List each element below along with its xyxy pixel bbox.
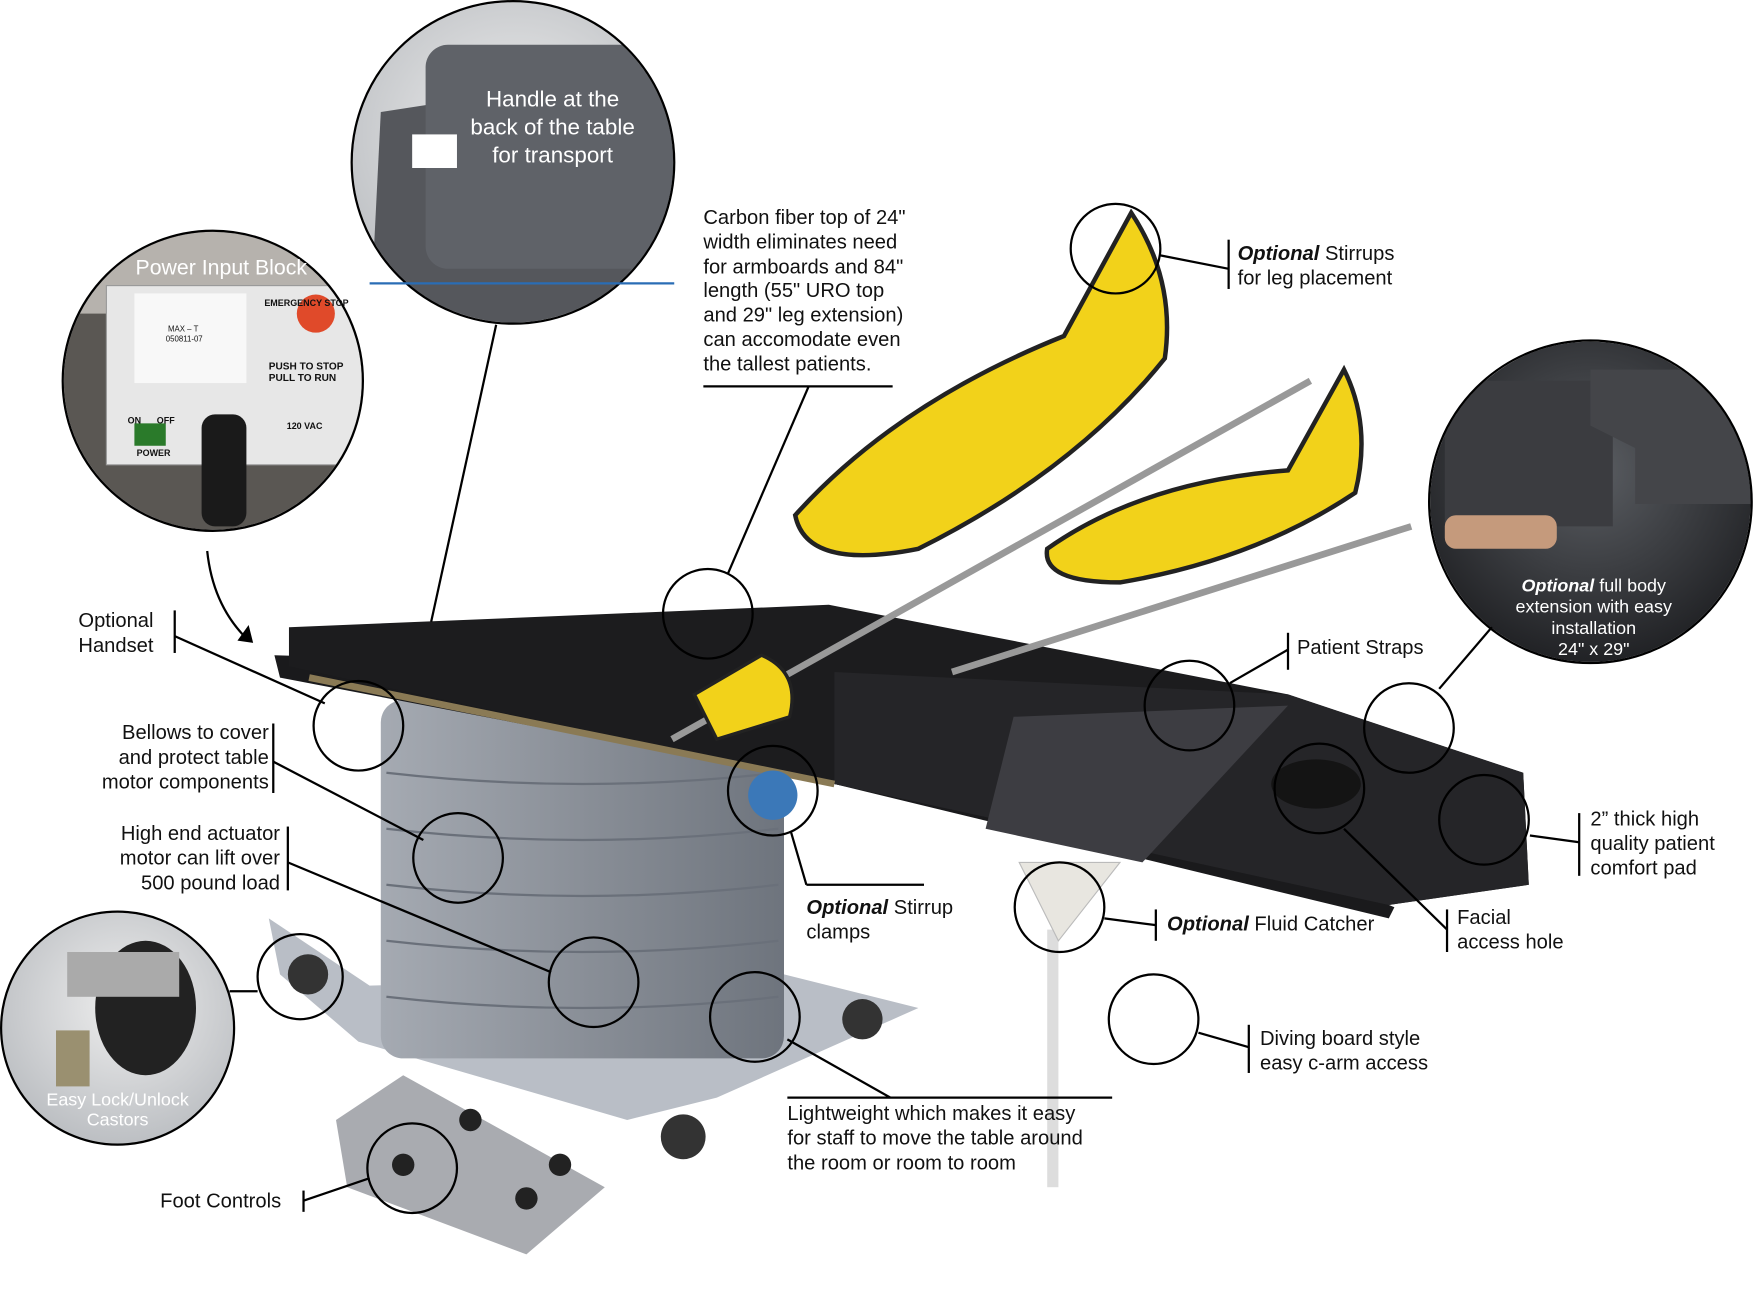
- foot-controls-callout: Foot Controls: [160, 1189, 282, 1212]
- callout-line: for staff to move the table around: [787, 1126, 1083, 1150]
- caption-line: Castors: [86, 1111, 149, 1131]
- callout-line: the room or room to room: [787, 1151, 1016, 1174]
- stirrups-callout: Optional Stirrups for leg placement: [1238, 241, 1395, 290]
- callout-line: width eliminates need: [703, 230, 898, 253]
- callout-line: for leg placement: [1237, 266, 1393, 289]
- callout-line: Optional: [78, 609, 154, 632]
- caption-line: extension with easy: [1515, 598, 1672, 618]
- callout-line: quality patient: [1590, 832, 1715, 855]
- callout-line: Diving board style: [1260, 1027, 1421, 1050]
- optional-emphasis: Optional: [1237, 241, 1320, 265]
- leader-lines: [173, 239, 1581, 1212]
- callout-line: comfort pad: [1590, 856, 1697, 880]
- table-base: [268, 700, 1122, 1188]
- handle-inset-caption: Handle at the back of the table for tran…: [470, 86, 634, 170]
- caption-line: installation: [1551, 619, 1637, 639]
- callout-line: Handset: [78, 633, 154, 657]
- callout-line: Bellows to cover: [122, 721, 269, 744]
- callout-line: length (55" URO top: [703, 279, 885, 302]
- callout-line: and 29" leg extension): [703, 303, 904, 327]
- ref-label: MAX – T: [168, 325, 199, 334]
- leg-stirrups: [670, 208, 1413, 820]
- callout-text: Stirrup: [888, 896, 954, 919]
- callout-line: High end actuator: [120, 822, 280, 845]
- optional-emphasis: Optional: [1521, 576, 1595, 596]
- off-label: OFF: [156, 415, 175, 426]
- callout-line: the tallest patients.: [703, 352, 872, 375]
- optional-emphasis: Optional: [1167, 912, 1249, 936]
- callout-text: Stirrups: [1319, 241, 1395, 265]
- power-switch-label: POWER: [136, 448, 171, 459]
- caption-line: Easy Lock/Unlock: [46, 1090, 189, 1110]
- patient-straps-callout: Patient Straps: [1296, 636, 1424, 659]
- callout-line: access hole: [1457, 930, 1564, 954]
- callout-text: Fluid Catcher: [1248, 912, 1375, 936]
- caption-line: Handle at the: [485, 87, 620, 112]
- power-input-inset: [63, 231, 362, 530]
- callout-line: can accomodate even: [703, 328, 901, 351]
- stirrup-clamps-callout: Optional Stirrup clamps: [806, 895, 953, 944]
- callout-line: 500 pound load: [140, 871, 280, 894]
- extension-inset: [1430, 341, 1751, 662]
- carbon-fiber-callout: Carbon fiber top of 24"width eliminates …: [703, 206, 905, 377]
- callout-line: and protect table: [118, 745, 269, 769]
- pull-label: PULL TO RUN: [268, 371, 337, 384]
- callout-circles: [256, 202, 1530, 1215]
- callout-line: for armboards and 84": [703, 254, 904, 278]
- foot-controls: [336, 1075, 605, 1255]
- castor-inset: [2, 912, 233, 1144]
- callout-line: Lightweight which makes it easy: [787, 1102, 1076, 1125]
- vac-label: 120 VAC: [286, 421, 323, 432]
- on-label: ON: [127, 415, 142, 426]
- optional-emphasis: Optional: [806, 896, 889, 919]
- callout-line: Carbon fiber top of 24": [703, 206, 906, 229]
- power-input-title: Power Input Block: [135, 256, 308, 280]
- extension-caption: Optional full body extension with easy i…: [1490, 576, 1698, 661]
- callout-line: Facial: [1457, 906, 1511, 929]
- callout-line: clamps: [806, 920, 871, 944]
- caption-line: back of the table: [470, 115, 635, 140]
- callout-line: motor can lift over: [119, 846, 280, 870]
- sn-label: 050811-07: [165, 336, 203, 344]
- callout-line: motor components: [101, 770, 269, 793]
- emergency-label: EMERGENCY STOP: [264, 297, 349, 308]
- fluid-catcher-callout: Optional Fluid Catcher: [1167, 912, 1374, 937]
- caption-line: for transport: [492, 143, 613, 168]
- callout-line: easy c-arm access: [1260, 1051, 1429, 1075]
- push-label: PUSH TO STOP: [268, 360, 344, 372]
- callout-line: 2” thick high: [1590, 807, 1700, 830]
- handle-inset: [352, 2, 674, 323]
- caption-line: 24" x 29": [1558, 640, 1630, 660]
- caption-line: full body: [1599, 576, 1666, 596]
